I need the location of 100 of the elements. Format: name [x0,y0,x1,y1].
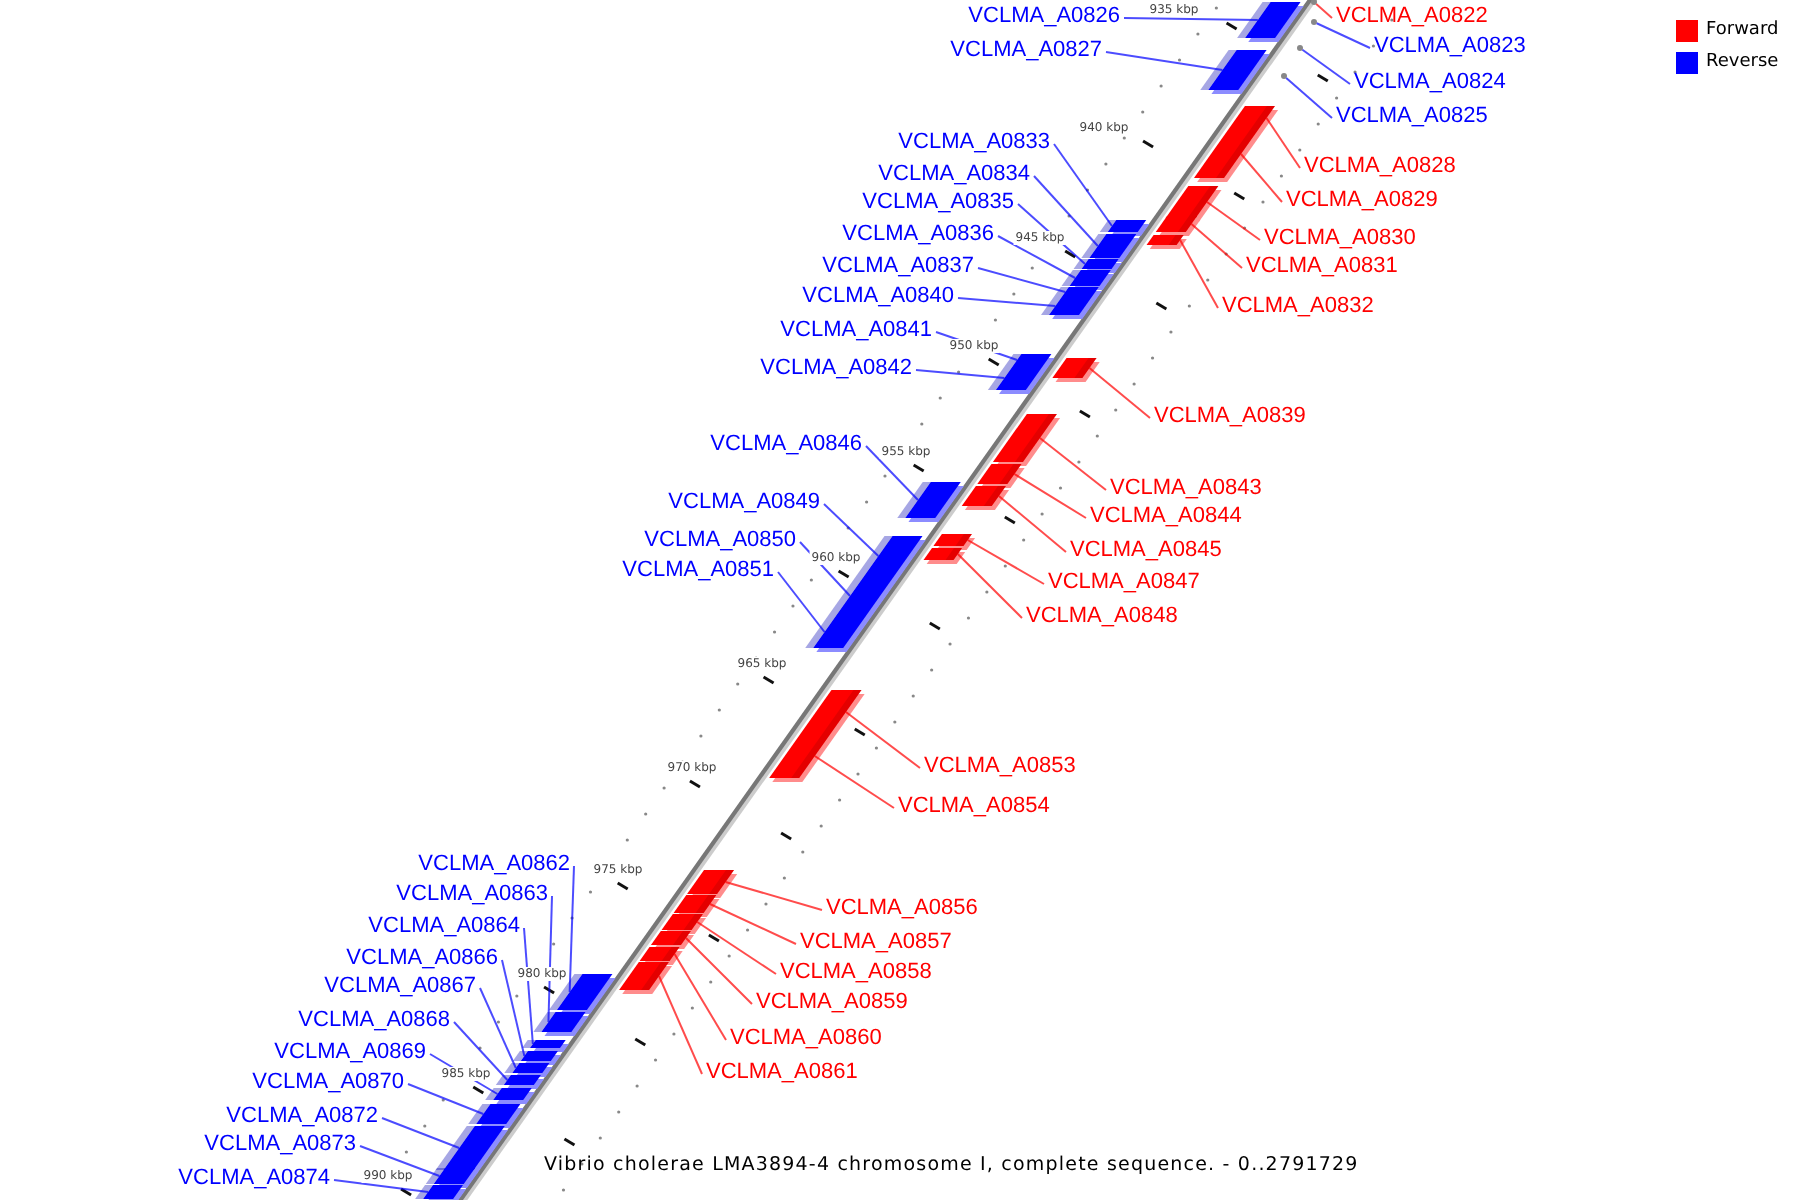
leader-line [523,927,534,1045]
gene-label: VCLMA_A0825 [1336,104,1488,130]
gene-label: VCLMA_A0824 [1354,70,1506,96]
gene-block [933,534,976,550]
gene-label: VCLMA_A0869 [274,1040,426,1066]
gene-block [485,1088,535,1104]
leader-line [1301,48,1351,85]
gene-label: VCLMA_A0858 [780,960,932,986]
leader-line [1033,175,1099,247]
gene-label: VCLMA_A0841 [780,318,932,344]
leader-line [1123,17,1259,21]
gene-label: VCLMA_A0867 [324,974,476,1000]
leader-line [696,921,777,975]
gene-block [977,464,1025,488]
leader-line [1179,239,1219,309]
leader-line [865,445,919,501]
leader-line [684,937,753,1005]
leader-line [1265,117,1301,169]
leader-line [1053,143,1113,227]
legend-label: Reverse [1706,52,1779,74]
gene-block [1041,297,1095,319]
gene-label: VCLMA_A0873 [204,1132,356,1158]
gene-label: VCLMA_A0851 [622,558,774,584]
gene-block [1099,220,1150,236]
leader-line [381,1117,461,1149]
gene-label: VCLMA_A0823 [1374,34,1526,60]
leader-line [997,495,1067,553]
gene-block [673,895,720,917]
legend-label: Forward [1706,20,1779,42]
gene-label: VCLMA_A0836 [842,222,994,248]
leader-line [479,987,517,1069]
gene-label: VCLMA_A0863 [396,882,548,908]
gene-label: VCLMA_A0831 [1246,254,1398,280]
gene-label: VCLMA_A0844 [1090,504,1242,530]
leader-line [568,865,575,993]
gene-label: VCLMA_A0853 [924,754,1076,780]
gene-label: VCLMA_A0829 [1286,188,1438,214]
gene-block [415,1185,467,1200]
gene-label: VCLMA_A0845 [1070,538,1222,564]
gene-block [687,870,738,898]
leader-line [407,1083,485,1115]
gene-label: VCLMA_A0856 [826,896,978,922]
gene-label: VCLMA_A0828 [1304,154,1456,180]
gene-label: VCLMA_A0827 [950,38,1102,64]
gene-block [827,576,898,620]
leader-line [844,711,921,769]
gene-label: VCLMA_A0849 [668,490,820,516]
gene-block [1227,106,1279,134]
leader-line [1038,437,1107,491]
gene-block [1081,234,1140,262]
leader-line [1285,77,1333,119]
gene-label: VCLMA_A0848 [1026,604,1178,630]
tick-dot [1281,73,1287,79]
gene-label: VCLMA_A0868 [298,1008,450,1034]
gene-block [805,616,870,652]
gene-label: VCLMA_A0832 [1222,294,1374,320]
tick-dot [1297,45,1303,51]
gene-block [650,931,694,949]
gene-label: VCLMA_A0859 [756,990,908,1016]
gene-label: VCLMA_A0835 [862,190,1014,216]
leader-line [1105,51,1224,71]
gene-label: VCLMA_A0822 [1336,4,1488,30]
gene-label: VCLMA_A0837 [822,254,974,280]
leader-line [333,1179,430,1193]
gene-label: VCLMA_A0850 [644,528,796,554]
gene-block [987,366,1047,394]
gene-label: VCLMA_A0826 [968,4,1120,30]
tick-dot [1311,19,1317,25]
gene-label: VCLMA_A0834 [878,162,1030,188]
gene-block [897,482,964,522]
gene-block [800,690,865,738]
gene-block [435,1126,508,1174]
gene-block [1052,358,1100,382]
gene-label: VCLMA_A0864 [368,914,520,940]
leader-line [966,539,1045,585]
gene-block [533,1012,589,1036]
leader-line [915,369,1006,379]
gene-block [961,486,1010,510]
leader-line [1315,3,1333,19]
gene-label: VCLMA_A0860 [730,1026,882,1052]
leader-line [813,755,895,809]
leader-line [1206,201,1261,241]
gene-label: VCLMA_A0866 [346,946,498,972]
gene-block [923,548,966,564]
leader-line [359,1145,441,1177]
gene-label: VCLMA_A0854 [898,794,1050,820]
gene-block [1200,50,1270,94]
gene-label: VCLMA_A0846 [710,432,862,458]
gene-block [1237,2,1304,42]
leader-line [1190,223,1243,269]
leader-line [777,571,826,633]
gene-label: VCLMA_A0839 [1154,404,1306,430]
leader-line [977,267,1067,293]
gene-block [522,1040,569,1052]
leader-line [1013,473,1087,519]
leader-line [708,903,797,945]
gene-label: VCLMA_A0843 [1110,476,1262,502]
leader-line [1239,153,1283,203]
leader-line [453,1021,509,1081]
sequence-caption: Vibrio cholerae LMA3894-4 chromosome I, complete sequence. - 0..2791729 [544,1154,1359,1176]
